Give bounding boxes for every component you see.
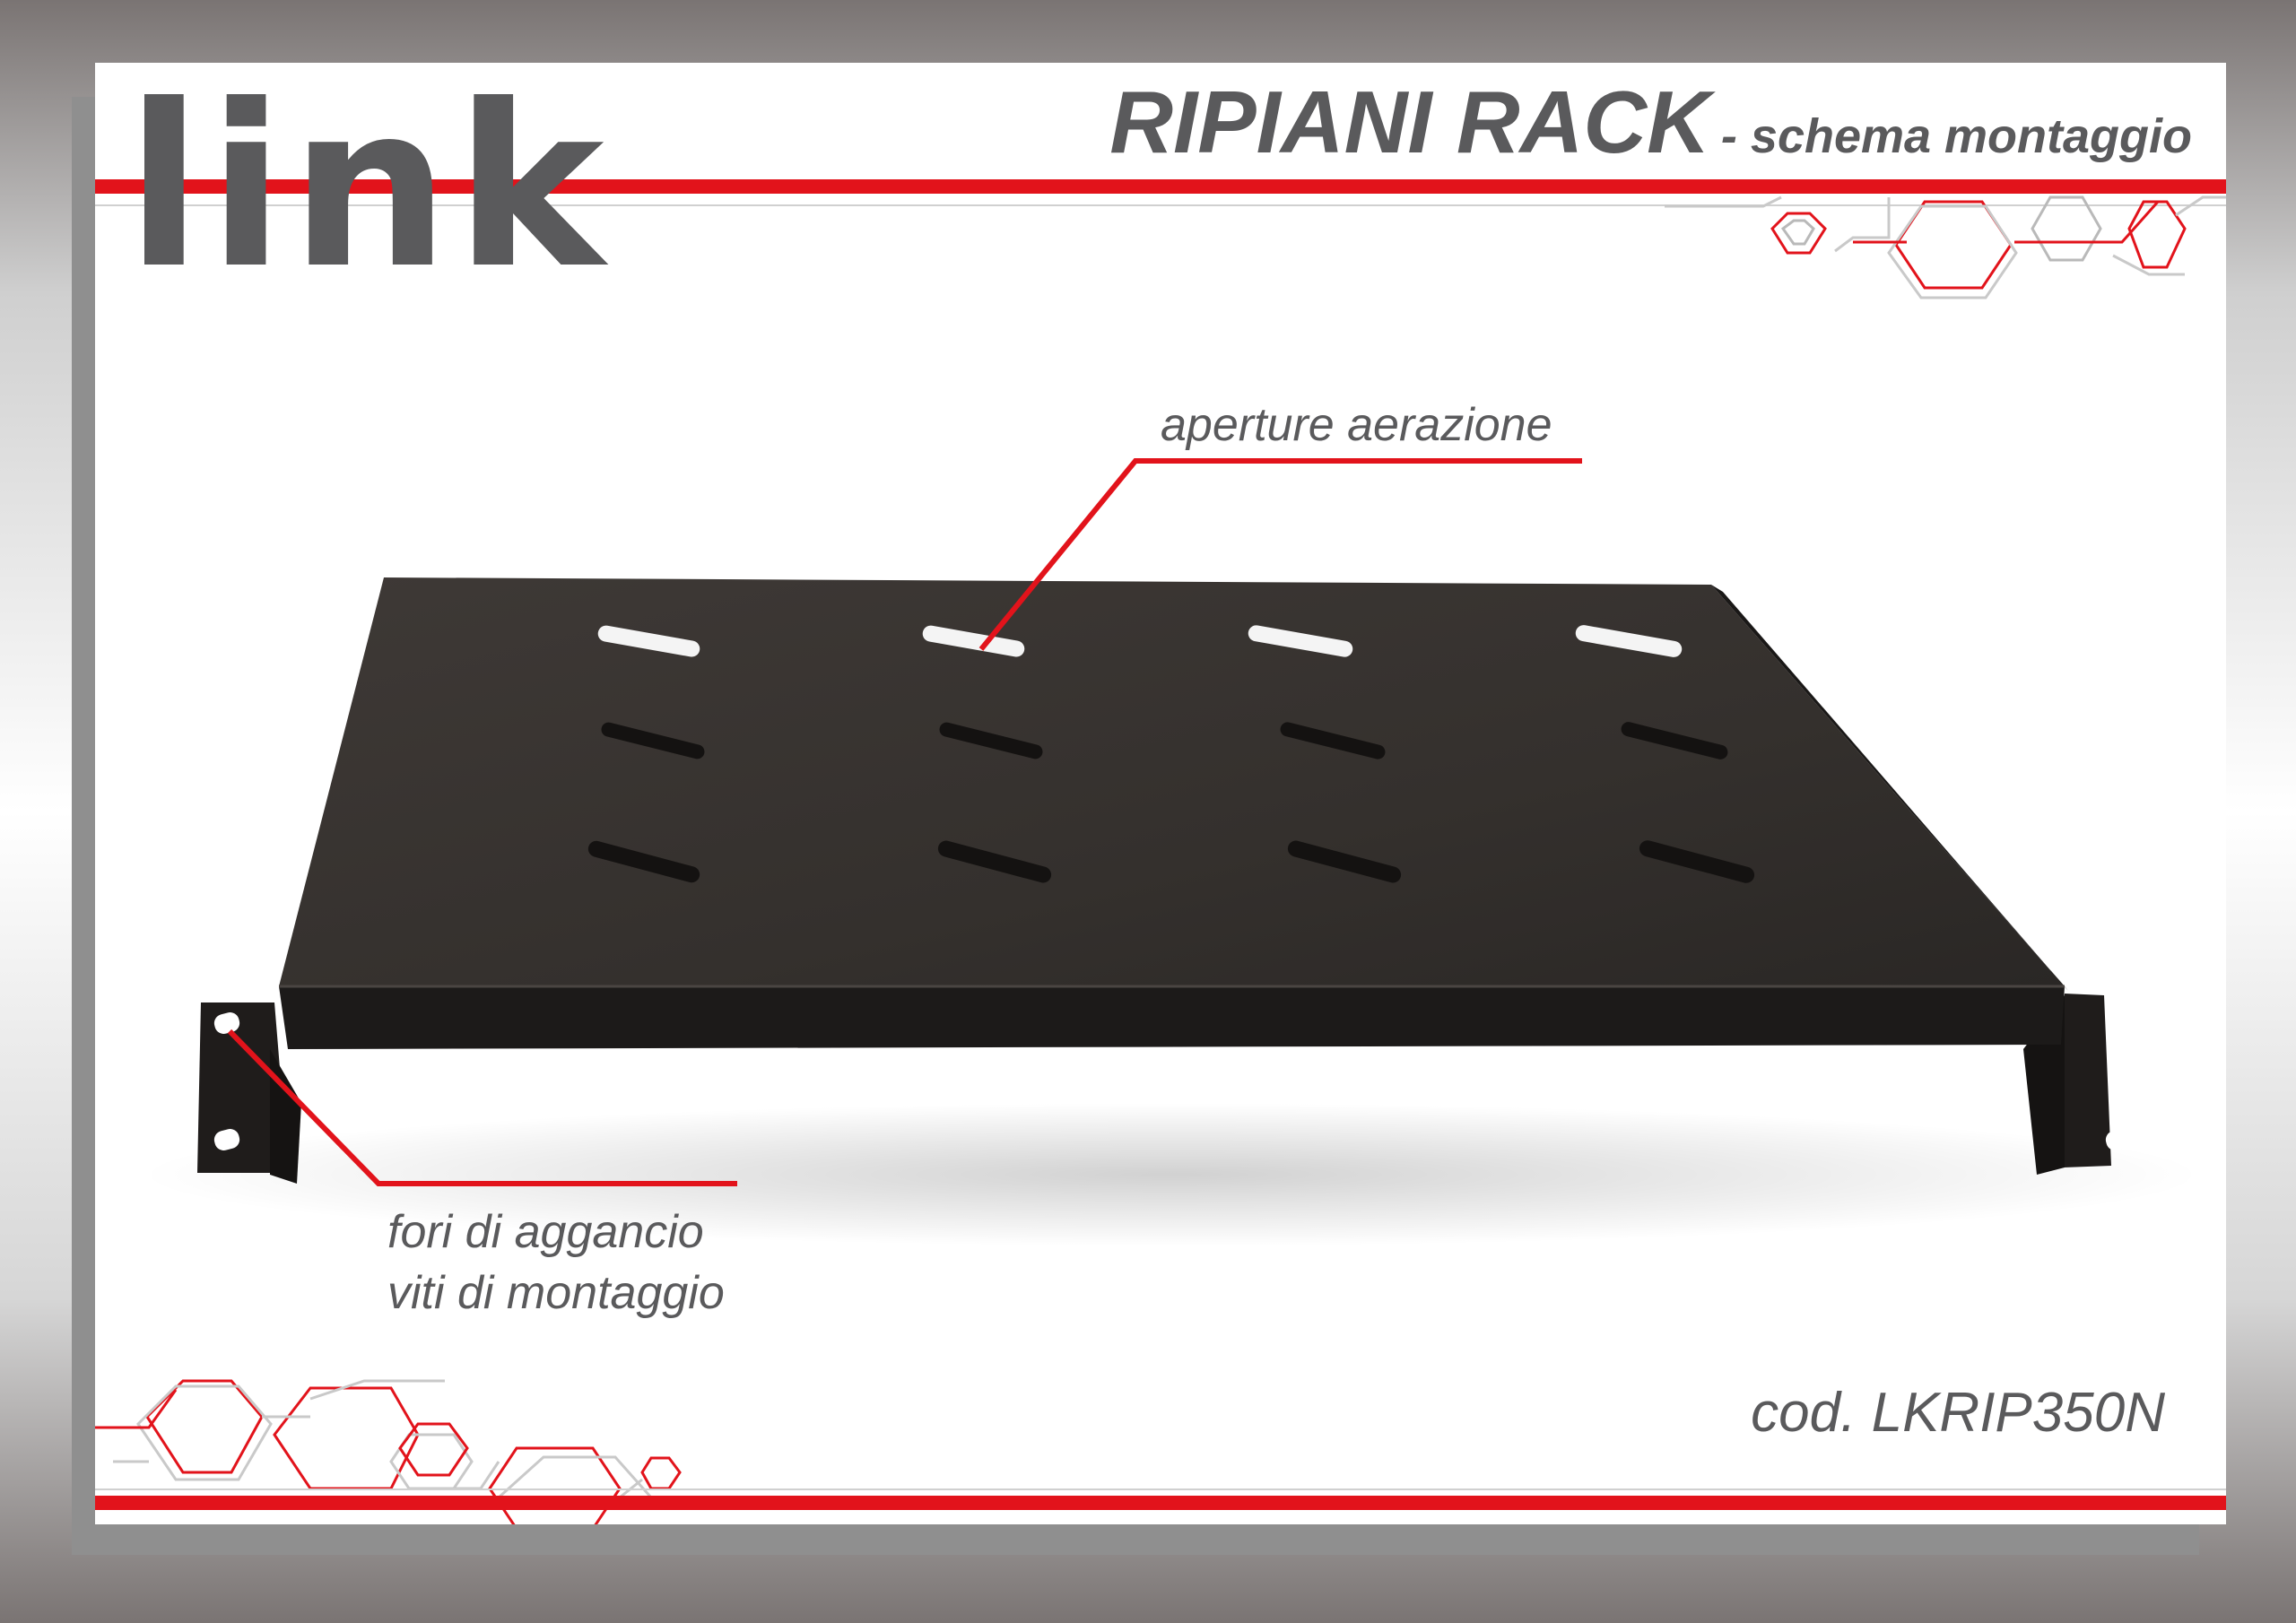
hex-decoration-top-right	[1665, 195, 2226, 299]
shelf-front-lip	[279, 986, 2065, 1049]
ventilation-slots	[597, 625, 1683, 657]
header-rule-shadow	[95, 204, 2226, 206]
floor-shadow	[140, 1103, 2203, 1246]
title-subtitle: - schema montaggio	[1720, 109, 2192, 163]
footer-rule	[95, 1496, 2226, 1510]
title-main: RIPIANI RACK	[1109, 73, 1710, 171]
brand-logo: link	[126, 63, 610, 317]
callout-holes-line	[227, 1028, 737, 1186]
mounting-hole	[2105, 1010, 2132, 1033]
mounting-hole	[213, 1011, 240, 1035]
left-bracket-wing	[270, 1049, 301, 1184]
mounting-hole	[2105, 1128, 2132, 1151]
ventilation-slots	[587, 722, 1755, 883]
header-rule	[95, 179, 2226, 194]
label-ventilation: aperture aerazione	[1161, 399, 1552, 451]
footer-rule-shadow	[95, 1488, 2226, 1490]
label-mounting-holes-line1: fori di aggancio	[387, 1206, 704, 1258]
sheet: link RIPIANI RACK- schema montaggio aper…	[95, 63, 2226, 1524]
label-mounting-holes-line2: viti di montaggio	[387, 1267, 725, 1319]
left-mounting-bracket	[197, 1002, 283, 1173]
page-title: RIPIANI RACK- schema montaggio	[1109, 72, 2192, 173]
product-illustration	[95, 179, 2226, 1524]
right-mounting-bracket	[2050, 994, 2111, 1167]
product-code: cod. LKRIP350N	[1751, 1382, 2165, 1444]
callout-vents-line	[978, 458, 1582, 651]
shelf-top-plate	[279, 577, 2065, 986]
mounting-hole	[213, 1128, 240, 1151]
